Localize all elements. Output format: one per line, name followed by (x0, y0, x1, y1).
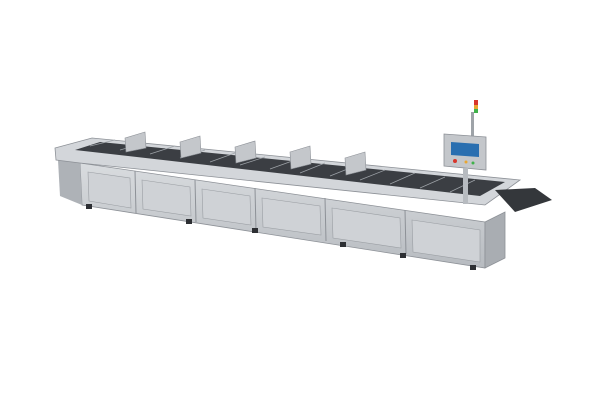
conveyor-top (54, 131, 552, 212)
signal-light-yellow (474, 105, 478, 109)
machine-cabinet (58, 160, 506, 270)
signal-light-green (474, 109, 478, 113)
hmi-screen (451, 142, 479, 157)
signal-light-red (474, 100, 478, 105)
control-panel (443, 100, 487, 204)
